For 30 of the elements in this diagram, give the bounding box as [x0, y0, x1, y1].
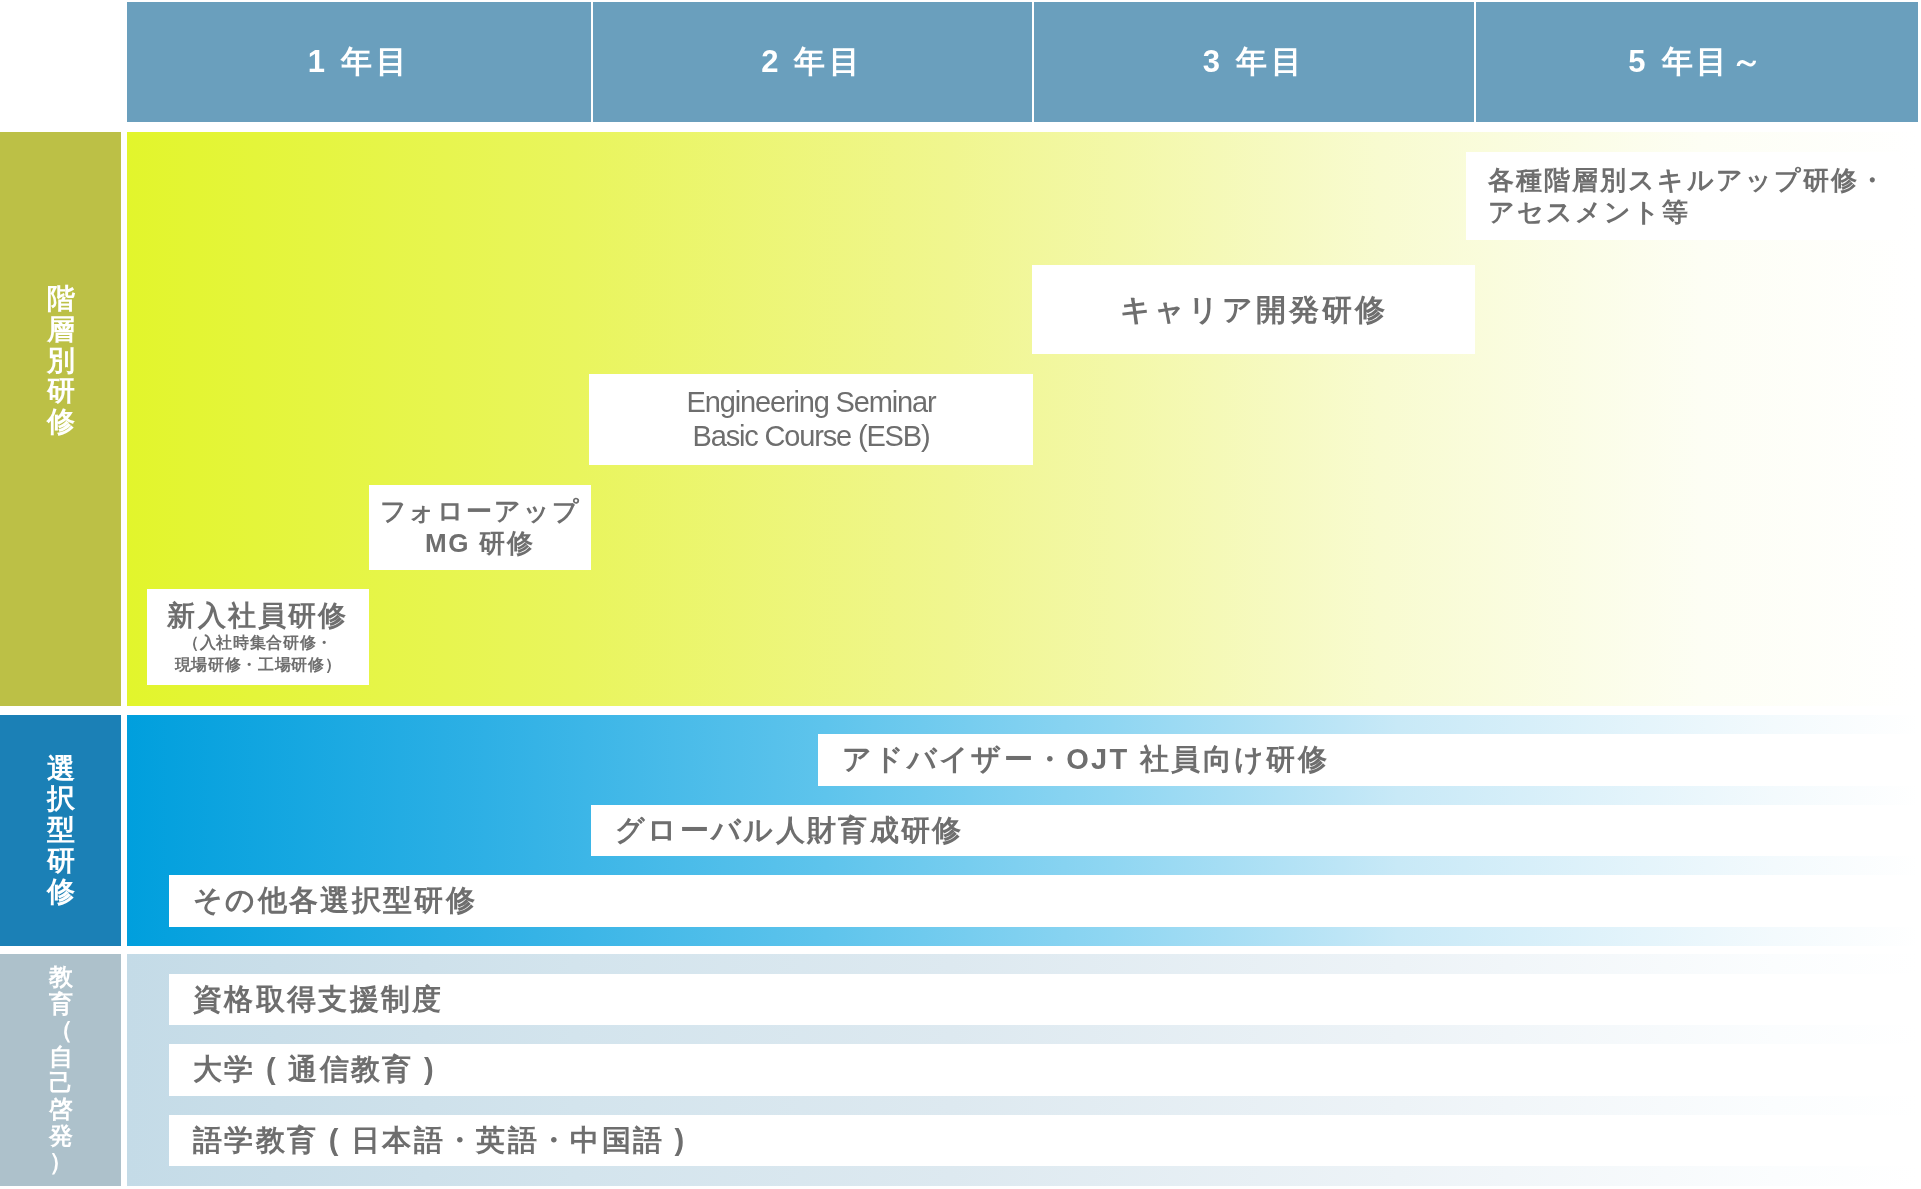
year-header	[127, 2, 591, 122]
training-name: Engineering Seminar Basic Course (ESB)	[685, 386, 937, 453]
training-name: キャリア開発研修	[1119, 292, 1388, 328]
training-box	[369, 485, 591, 570]
training-name: 新入社員研修	[167, 598, 349, 633]
training-name: フォローアップMG 研修	[378, 496, 582, 559]
year-label: 3 年目	[1202, 42, 1306, 81]
year-header	[593, 2, 1032, 122]
category-label: 階層別研修	[46, 284, 75, 438]
year-header	[1476, 2, 1918, 122]
training-name: グローバル人財育成研修	[615, 812, 964, 848]
training-name: アドバイザー・OJT 社員向け研修	[842, 742, 1329, 778]
program-name: 資格取得支援制度	[193, 981, 444, 1017]
year-header	[1034, 2, 1474, 122]
training-name: その他各選択型研修	[193, 883, 477, 919]
training-name: 各種階層別スキルアップ研修・アセスメント等	[1488, 163, 1889, 229]
program-name: 語学教育 ( 日本語・英語・中国語 )	[193, 1122, 687, 1158]
category-label: 選択型研修	[46, 753, 75, 908]
year-label: 5 年目～	[1628, 42, 1766, 81]
category-bar	[0, 132, 121, 706]
training-box	[147, 589, 369, 685]
training-box	[1032, 265, 1475, 354]
program-name: 大学 ( 通信教育 )	[193, 1052, 436, 1088]
year-label: 1 年目	[307, 42, 411, 81]
category-bar	[0, 954, 121, 1186]
training-detail: （入社時集合研修・現場研修・工場研修）	[173, 633, 343, 675]
year-label: 2 年目	[761, 42, 864, 81]
training-box	[589, 374, 1033, 465]
category-label: 教育（自己啓発）	[48, 964, 73, 1176]
category-bar	[0, 715, 121, 946]
